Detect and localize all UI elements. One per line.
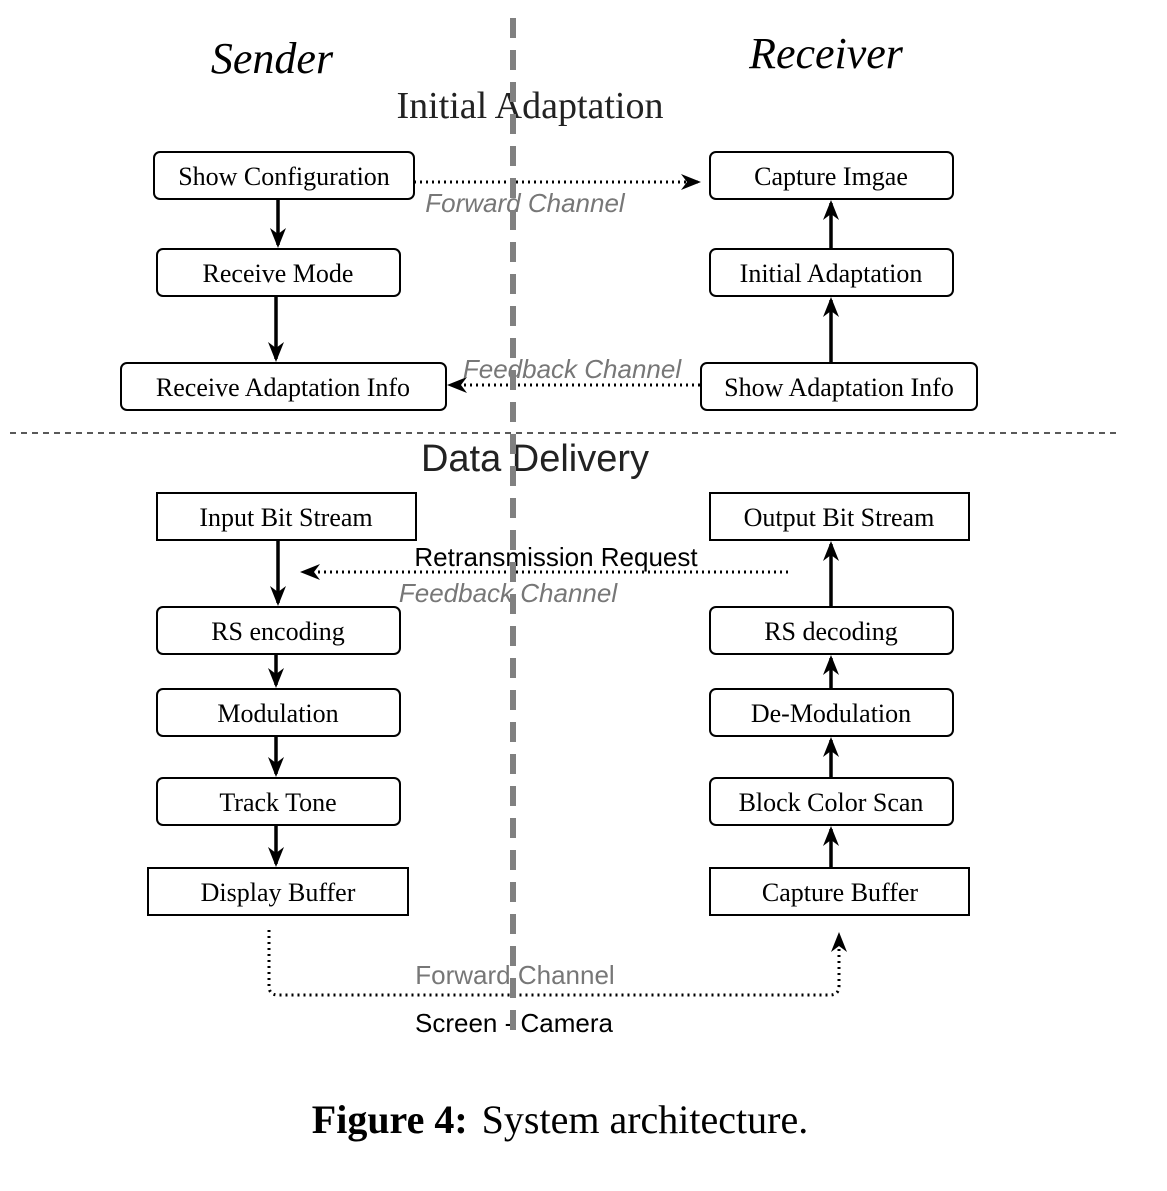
capture-buffer-box	[709, 867, 970, 916]
initial-adaptation-heading: Initial Adaptation	[396, 85, 663, 127]
output-bit-stream-label: Output Bit Stream	[744, 503, 935, 532]
capture-imgae-box	[709, 151, 954, 200]
rs-encoding-box	[156, 606, 401, 655]
input-bit-stream-label: Input Bit Stream	[199, 503, 372, 532]
capture-buffer-label: Capture Buffer	[762, 878, 919, 907]
receive-mode-box	[156, 248, 401, 297]
rs-encoding-label: RS encoding	[211, 617, 345, 646]
show-adaptation-info-label: Show Adaptation Info	[724, 373, 954, 402]
show-configuration-box	[153, 151, 415, 200]
show-configuration-label: Show Configuration	[178, 162, 390, 191]
figure-caption-label: Figure 4:	[312, 1097, 468, 1142]
block-color-scan-label: Block Color Scan	[739, 788, 924, 817]
rs-decoding-label: RS decoding	[764, 617, 898, 646]
forward-channel-label-top: Forward Channel	[425, 188, 626, 218]
output-bit-stream-box	[709, 492, 970, 541]
track-tone-label: Track Tone	[219, 788, 336, 817]
modulation-label: Modulation	[217, 699, 338, 728]
feedback-channel-label-bottom: Feedback Channel	[399, 578, 618, 608]
initial-adaptation-label: Initial Adaptation	[740, 259, 923, 288]
retransmission-request-label: Retransmission Request	[414, 542, 698, 572]
display-buffer-box	[147, 867, 409, 916]
feedback-channel-label-top: Feedback Channel	[463, 354, 682, 384]
figure-caption: Figure 4: System architecture.	[312, 1097, 808, 1142]
receiver-heading: Receiver	[748, 29, 904, 78]
display-buffer-label: Display Buffer	[201, 878, 356, 907]
data-delivery-heading: Data Delivery	[421, 438, 649, 480]
track-tone-box	[156, 777, 401, 826]
show-adaptation-info-box	[700, 362, 978, 411]
receive-adaptation-info-box	[120, 362, 447, 411]
input-bit-stream-box	[156, 492, 417, 541]
capture-imgae-label: Capture Imgae	[754, 162, 908, 191]
de-modulation-label: De-Modulation	[751, 699, 911, 728]
sender-heading: Sender	[211, 34, 334, 83]
figure-caption-text: System architecture.	[482, 1097, 809, 1142]
receive-adaptation-info-label: Receive Adaptation Info	[156, 373, 410, 402]
receive-mode-label: Receive Mode	[203, 259, 354, 288]
modulation-box	[156, 688, 401, 737]
